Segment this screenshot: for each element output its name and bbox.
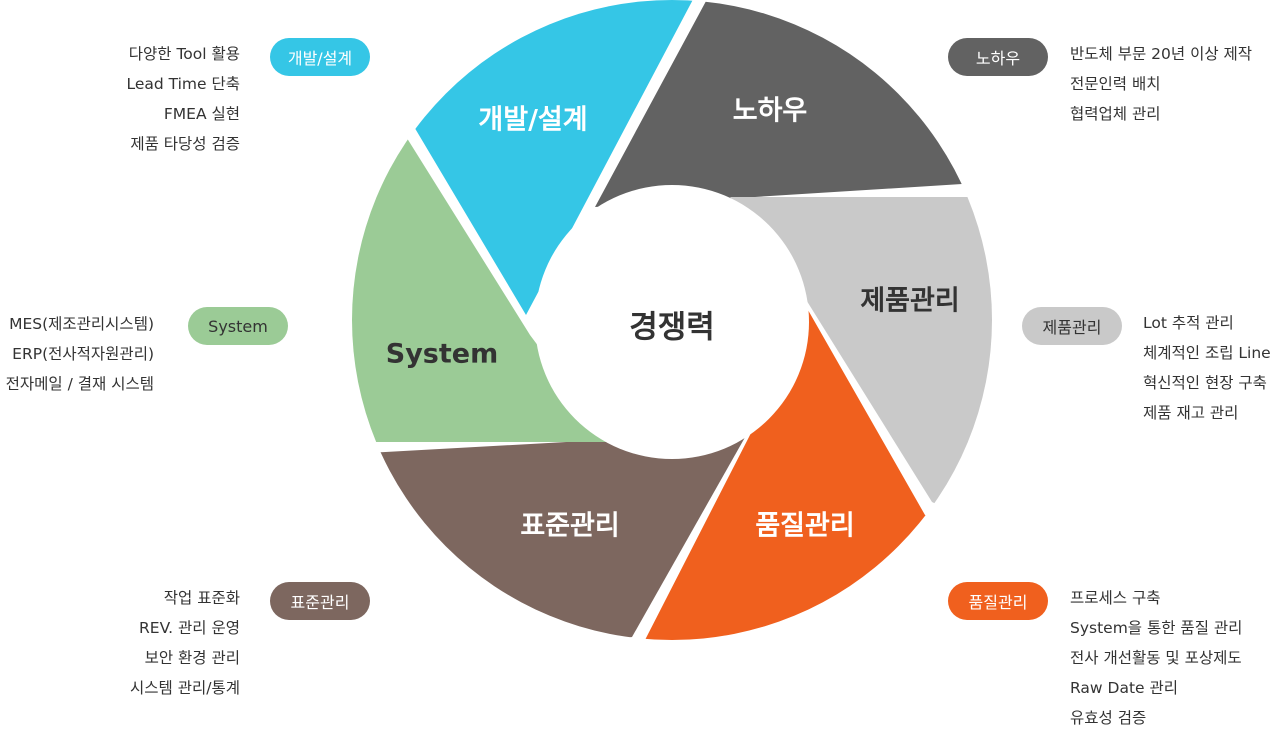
center-hole	[535, 185, 809, 459]
list-system: MES(제조관리시스템) ERP(전사적자원관리) 전자메일 / 결재 시스템	[6, 309, 154, 399]
list-dev: 다양한 Tool 활용 Lead Time 단축 FMEA 실현 제품 타당성 …	[126, 39, 240, 159]
list-item: 체계적인 조립 Line	[1143, 344, 1271, 362]
list-item: 제품 타당성 검증	[130, 135, 240, 153]
list-item: Raw Date 관리	[1070, 679, 1179, 697]
segment-label-standard: 표준관리	[520, 510, 620, 542]
segment-label-system: System	[385, 338, 499, 370]
list-item: 시스템 관리/통계	[130, 679, 240, 697]
list-item: 작업 표준화	[163, 589, 240, 607]
pill-quality: 품질관리	[948, 582, 1048, 620]
segment-label-knowhow: 노하우	[732, 95, 808, 127]
list-quality: 프로세스 구축 System을 통한 품질 관리 전사 개선활동 및 포상제도 …	[1070, 583, 1242, 733]
list-item: System을 통한 품질 관리	[1070, 619, 1243, 637]
list-item: Lead Time 단축	[126, 75, 240, 93]
pill-standard: 표준관리	[270, 582, 370, 620]
list-item: 협력업체 관리	[1070, 105, 1161, 123]
list-item: 다양한 Tool 활용	[128, 45, 240, 63]
list-item: Lot 추적 관리	[1143, 314, 1234, 332]
list-item: 유효성 검증	[1070, 709, 1147, 727]
pill-dev: 개발/설계	[270, 38, 370, 76]
segment-label-product: 제품관리	[860, 285, 960, 317]
center-label: 경쟁력	[629, 309, 715, 346]
pill-knowhow: 노하우	[948, 38, 1048, 76]
list-item: REV. 관리 운영	[139, 619, 240, 637]
list-item: 제품 재고 관리	[1143, 404, 1239, 422]
list-item: 전문인력 배치	[1070, 75, 1161, 93]
segment-label-quality: 품질관리	[755, 510, 855, 542]
list-item: MES(제조관리시스템)	[9, 315, 154, 333]
list-item: ERP(전사적자원관리)	[12, 345, 154, 363]
list-item: 반도체 부문 20년 이상 제작	[1070, 45, 1253, 63]
list-item: 프로세스 구축	[1070, 589, 1161, 607]
pill-system: System	[188, 307, 288, 345]
pill-product: 제품관리	[1022, 307, 1122, 345]
list-knowhow: 반도체 부문 20년 이상 제작 전문인력 배치 협력업체 관리	[1070, 39, 1252, 129]
list-item: FMEA 실현	[163, 105, 240, 123]
list-standard: 작업 표준화 REV. 관리 운영 보안 환경 관리 시스템 관리/통계	[130, 583, 240, 703]
list-product: Lot 추적 관리 체계적인 조립 Line 혁신적인 현장 구축 제품 재고 …	[1143, 308, 1271, 428]
list-item: 보안 환경 관리	[144, 649, 240, 667]
list-item: 혁신적인 현장 구축	[1143, 374, 1267, 392]
segment-label-dev: 개발/설계	[478, 104, 588, 136]
list-item: 전사 개선활동 및 포상제도	[1070, 649, 1242, 667]
list-item: 전자메일 / 결재 시스템	[5, 375, 154, 393]
